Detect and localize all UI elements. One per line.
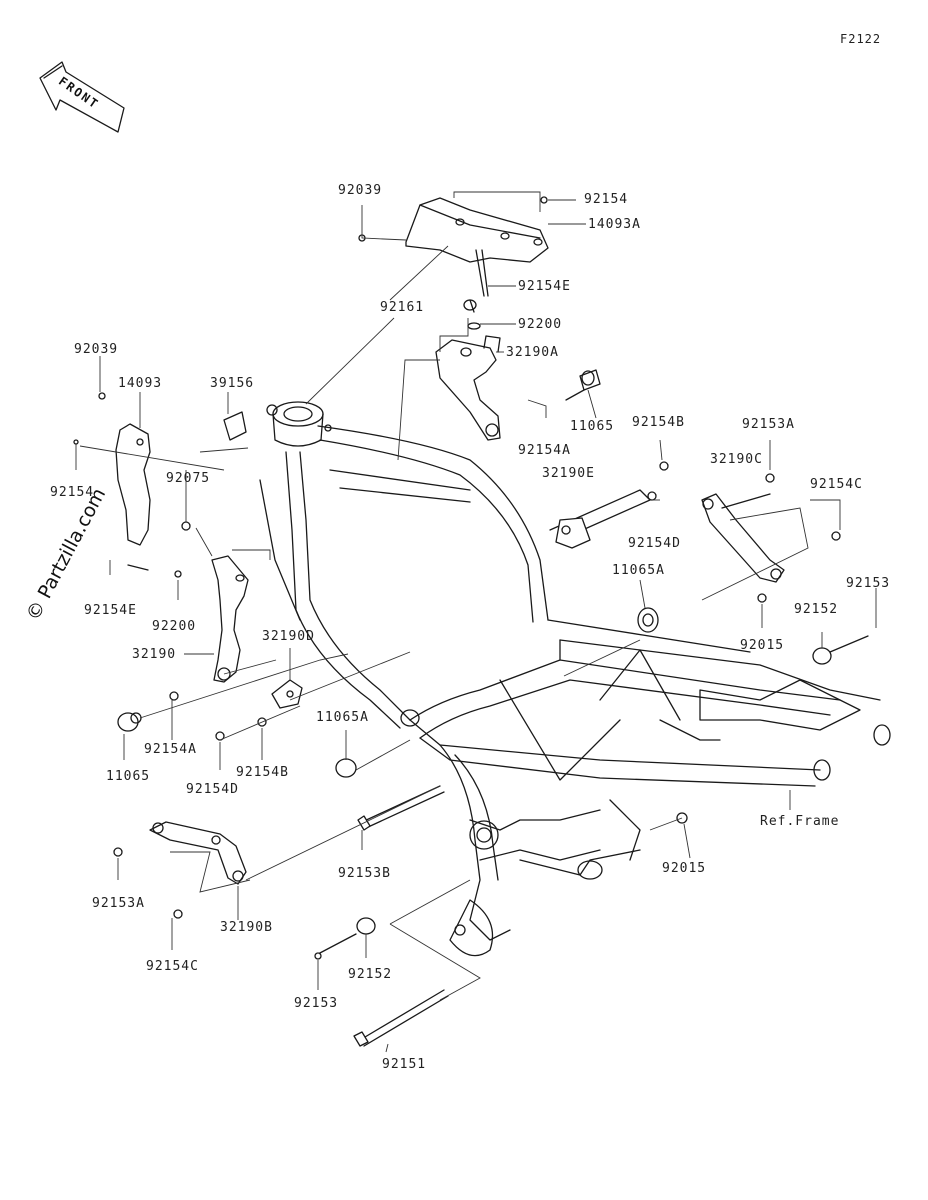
frame-downtubes bbox=[439, 744, 641, 957]
callout-11065-top[interactable]: 11065 bbox=[570, 419, 615, 434]
callout-92154-left[interactable]: 92154 bbox=[50, 485, 95, 500]
callout-92154d-top[interactable]: 92154D bbox=[628, 536, 681, 551]
callout-32190d[interactable]: 32190D bbox=[262, 629, 315, 644]
callout-92154c-bottom[interactable]: 92154C bbox=[146, 959, 199, 974]
callout-14093a[interactable]: 14093A bbox=[588, 217, 641, 232]
callout-11065a-mid[interactable]: 11065A bbox=[316, 710, 369, 725]
callout-92152-right[interactable]: 92152 bbox=[794, 602, 839, 617]
callout-92154e-top[interactable]: 92154E bbox=[518, 279, 571, 294]
callout-92151[interactable]: 92151 bbox=[382, 1057, 427, 1072]
frame-lower-spars bbox=[400, 619, 891, 787]
grommet-11065a-right bbox=[637, 607, 659, 633]
front-arrow-icon bbox=[39, 61, 125, 133]
callout-92154c-top[interactable]: 92154C bbox=[810, 477, 863, 492]
callout-92153a-top[interactable]: 92153A bbox=[742, 417, 795, 432]
callout-92200-top[interactable]: 92200 bbox=[518, 317, 563, 332]
plug-11065a-mid bbox=[335, 758, 357, 778]
callout-92015-bottom[interactable]: 92015 bbox=[662, 861, 707, 876]
spacer-92152-right bbox=[812, 635, 869, 665]
callout-92154b-bottom[interactable]: 92154B bbox=[236, 765, 289, 780]
label-39156 bbox=[223, 411, 247, 441]
steering-head bbox=[266, 401, 332, 447]
callout-32190a[interactable]: 32190A bbox=[506, 345, 559, 360]
callout-92154e-left[interactable]: 92154E bbox=[84, 603, 137, 618]
figure-code: F2122 bbox=[840, 32, 882, 46]
leader-lines bbox=[75, 191, 877, 1053]
callout-32190b[interactable]: 32190B bbox=[220, 920, 273, 935]
callout-92154a-top[interactable]: 92154A bbox=[518, 443, 571, 458]
callout-14093[interactable]: 14093 bbox=[118, 376, 163, 391]
callout-92200-left[interactable]: 92200 bbox=[152, 619, 197, 634]
callout-92152-bottom[interactable]: 92152 bbox=[348, 967, 393, 982]
callout-92154b-top[interactable]: 92154B bbox=[632, 415, 685, 430]
callout-11065-bottom[interactable]: 11065 bbox=[106, 769, 151, 784]
callout-39156[interactable]: 39156 bbox=[210, 376, 255, 391]
shaft-32190e bbox=[549, 489, 651, 549]
callout-92154-top[interactable]: 92154 bbox=[584, 192, 629, 207]
frame-top-rails bbox=[259, 425, 549, 729]
grommet-11065-top bbox=[565, 369, 601, 401]
callout-32190c[interactable]: 32190C bbox=[710, 452, 763, 467]
bolt-92151 bbox=[353, 989, 449, 1047]
callout-11065a-top[interactable]: 11065A bbox=[612, 563, 665, 578]
bracket-32190d bbox=[271, 679, 303, 709]
callout-92154a-bottom[interactable]: 92154A bbox=[144, 742, 197, 757]
callout-92039-top[interactable]: 92039 bbox=[338, 183, 383, 198]
callout-92075[interactable]: 92075 bbox=[166, 471, 211, 486]
bracket-32190a bbox=[435, 249, 501, 441]
callout-92039-left[interactable]: 92039 bbox=[74, 342, 119, 357]
ref-frame-label: Ref.Frame bbox=[760, 814, 840, 829]
callout-32190[interactable]: 32190 bbox=[132, 647, 177, 662]
bracket-32190b bbox=[149, 821, 247, 885]
plug-11065-bottom bbox=[117, 712, 142, 732]
callout-92153b[interactable]: 92153B bbox=[338, 866, 391, 881]
bracket-32190 bbox=[211, 555, 249, 683]
callout-92153-right[interactable]: 92153 bbox=[846, 576, 891, 591]
callout-92154d-bottom[interactable]: 92154D bbox=[186, 782, 239, 797]
cover-14093 bbox=[115, 423, 151, 546]
callout-92153a-bottom[interactable]: 92153A bbox=[92, 896, 145, 911]
callout-92161[interactable]: 92161 bbox=[380, 300, 425, 315]
cover-14093a bbox=[405, 197, 549, 263]
bracket-32190c bbox=[701, 493, 785, 583]
spacer-92152-bottom bbox=[317, 917, 376, 955]
bolt-92153b bbox=[357, 785, 445, 831]
fasteners bbox=[73, 196, 841, 960]
callout-32190e[interactable]: 32190E bbox=[542, 466, 595, 481]
callout-92153-bottom[interactable]: 92153 bbox=[294, 996, 339, 1011]
callout-92015-top[interactable]: 92015 bbox=[740, 638, 785, 653]
